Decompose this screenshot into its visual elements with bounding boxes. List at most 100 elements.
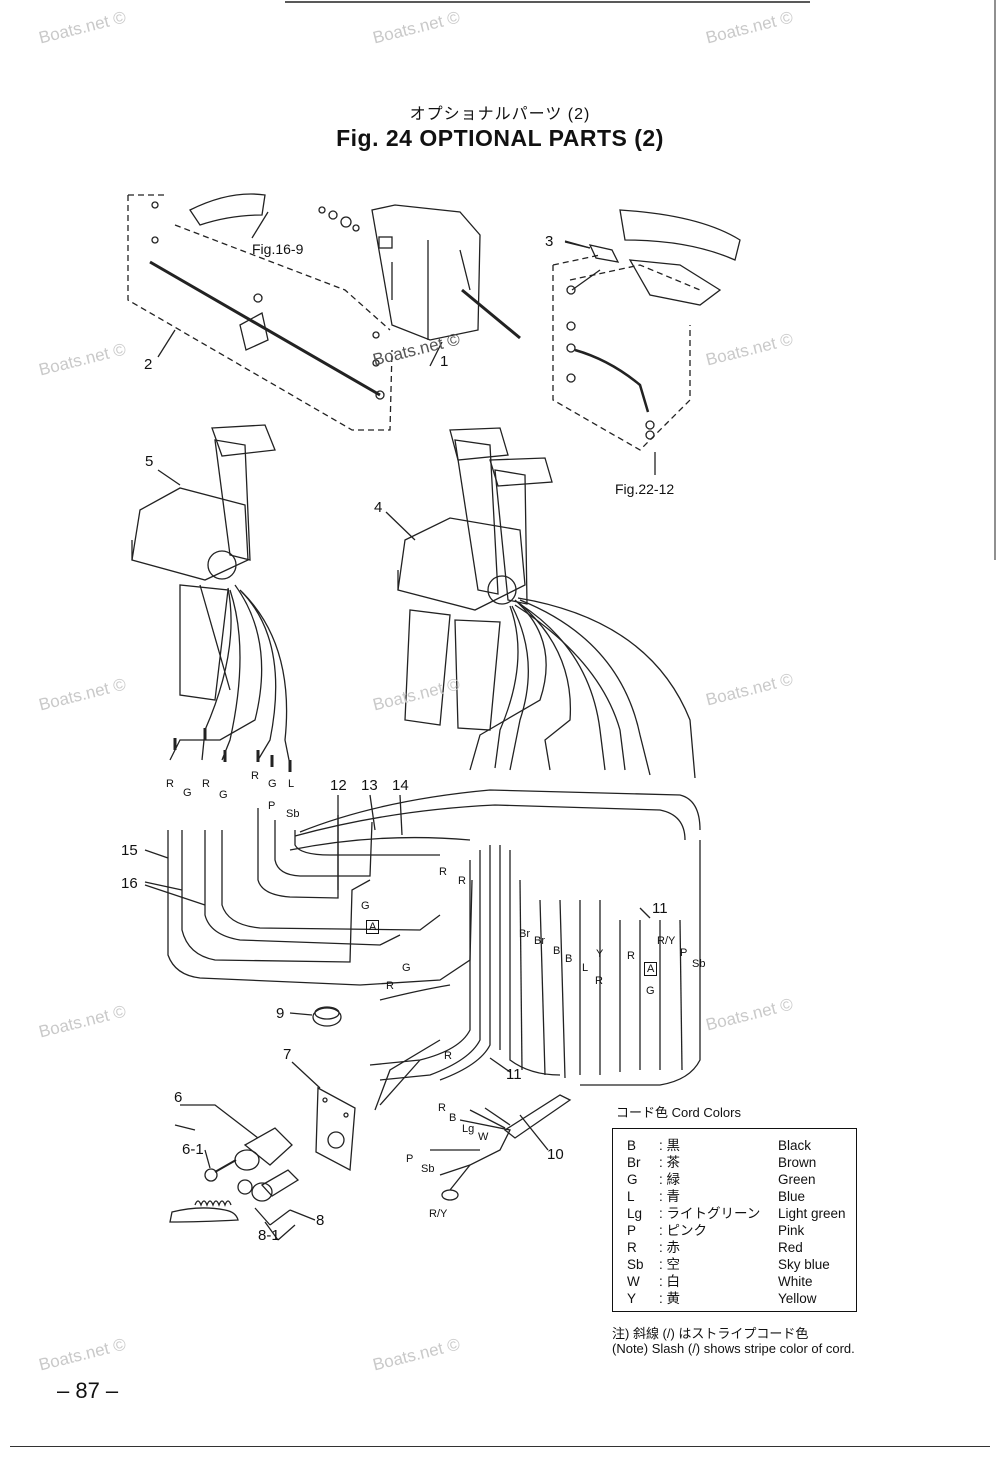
legend-en: Red: [778, 1240, 803, 1255]
legend-en: Light green: [778, 1206, 846, 1221]
legend-code: Br: [627, 1155, 641, 1170]
legend-row: R : 赤 Red: [613, 1239, 858, 1256]
legend-jp: : 黄: [659, 1291, 681, 1306]
callout-13[interactable]: 13: [361, 777, 378, 794]
legend-en: Green: [778, 1172, 816, 1187]
callout-16[interactable]: 16: [121, 875, 138, 892]
fig-ref-22-12[interactable]: Fig.22-12: [615, 481, 675, 497]
wire-label-r: R: [438, 1102, 446, 1114]
wire-label-b: B: [565, 953, 573, 965]
legend-jp: : ピンク: [659, 1223, 708, 1238]
legend-caption: コード色 Cord Colors: [616, 1105, 741, 1120]
callout-15[interactable]: 15: [121, 842, 138, 859]
legend-row: Sb : 空 Sky blue: [613, 1256, 858, 1273]
legend-jp: : 白: [659, 1274, 681, 1289]
wire-label-r: R: [166, 778, 174, 790]
wire-label-b: B: [553, 945, 561, 957]
callout-7[interactable]: 7: [283, 1046, 292, 1063]
callout-2[interactable]: 2: [144, 356, 153, 373]
wire-label-r-y: R/Y: [429, 1208, 448, 1220]
callout-3[interactable]: 3: [545, 233, 554, 250]
wire-label-p: P: [680, 947, 688, 959]
legend-en: Pink: [778, 1223, 805, 1238]
callout-8[interactable]: 8: [316, 1212, 325, 1229]
fig-ref-16-9[interactable]: Fig.16-9: [252, 241, 304, 257]
wire-label-r: R: [444, 1050, 452, 1062]
callout-1[interactable]: 1: [440, 353, 449, 370]
wire-label-r: R: [386, 980, 394, 992]
legend-en: Brown: [778, 1155, 817, 1170]
legend-jp: : 空: [659, 1257, 681, 1272]
callout-10[interactable]: 10: [547, 1146, 564, 1163]
legend-en: Sky blue: [778, 1257, 830, 1272]
wire-label-l: L: [582, 962, 589, 974]
note-english: (Note) Slash (/) shows stripe color of c…: [612, 1341, 855, 1356]
legend-code: Lg: [627, 1206, 643, 1221]
connector-tag-a: A: [644, 962, 658, 976]
legend-jp: : 赤: [659, 1240, 681, 1255]
legend-code: G: [627, 1172, 638, 1187]
callout-6-1[interactable]: 6-1: [182, 1141, 204, 1158]
connector-tag-a: A: [366, 920, 380, 934]
wire-label-r: R: [439, 866, 447, 878]
wire-label-g: G: [361, 900, 370, 912]
wire-label-r: R: [595, 975, 603, 987]
legend-en: Black: [778, 1138, 812, 1153]
subtitle-japanese: オプショナルパーツ (2): [409, 106, 591, 123]
callout-12[interactable]: 12: [330, 777, 347, 794]
wire-label-b: B: [449, 1112, 457, 1124]
callout-6[interactable]: 6: [174, 1089, 183, 1106]
legend-en: Blue: [778, 1189, 806, 1204]
wire-label-br: Br: [519, 928, 530, 940]
legend-code: P: [627, 1223, 637, 1238]
wire-label-w: W: [478, 1131, 489, 1143]
wire-label-g: G: [183, 787, 192, 799]
wire-label-sb: Sb: [286, 808, 300, 820]
wire-label-y: Y: [596, 948, 604, 960]
note-japanese: 注) 斜線 (/) はストライプコード色: [612, 1326, 809, 1341]
wire-label-sb: Sb: [421, 1163, 435, 1175]
legend-jp: : 青: [659, 1189, 681, 1204]
wire-label-g: G: [402, 962, 411, 974]
legend-jp: : ライトグリーン: [659, 1206, 761, 1221]
legend-row: Lg : ライトグリーン Light green: [613, 1205, 858, 1222]
legend-jp: : 黒: [659, 1138, 681, 1153]
legend-code: W: [627, 1274, 640, 1289]
figure-title: Fig. 24 OPTIONAL PARTS (2): [336, 125, 664, 151]
callout-8-1[interactable]: 8-1: [258, 1227, 280, 1244]
legend-code: Y: [627, 1291, 637, 1306]
legend-code: B: [627, 1138, 637, 1153]
callout-11-lower[interactable]: 11: [506, 1066, 522, 1083]
legend-row: B : 黒 Black: [613, 1137, 858, 1154]
callout-11-upper[interactable]: 11: [652, 900, 668, 917]
wire-label-r: R: [458, 875, 466, 887]
legend-jp: : 茶: [659, 1155, 681, 1170]
wire-label-r: R: [251, 770, 259, 782]
legend-code: L: [627, 1189, 635, 1204]
wire-label-g: G: [646, 985, 655, 997]
bottom-rule: [10, 1446, 990, 1447]
legend-code: R: [627, 1240, 637, 1255]
wire-label-p: P: [268, 800, 276, 812]
wire-label-l: L: [288, 778, 295, 790]
page-number: – 87 –: [57, 1378, 119, 1403]
callout-5[interactable]: 5: [145, 453, 154, 470]
wire-label-sb: Sb: [692, 958, 706, 970]
legend-row: L : 青 Blue: [613, 1188, 858, 1205]
legend-row: Br : 茶 Brown: [613, 1154, 858, 1171]
wire-label-r: R: [627, 950, 635, 962]
wire-label-lg: Lg: [462, 1123, 475, 1135]
callout-9[interactable]: 9: [276, 1005, 285, 1022]
callout-4[interactable]: 4: [374, 499, 383, 516]
wire-label-g: G: [268, 778, 277, 790]
legend-row: P : ピンク Pink: [613, 1222, 858, 1239]
legend-code: Sb: [627, 1257, 644, 1272]
wire-label-r: R: [202, 778, 210, 790]
callout-14[interactable]: 14: [392, 777, 409, 794]
